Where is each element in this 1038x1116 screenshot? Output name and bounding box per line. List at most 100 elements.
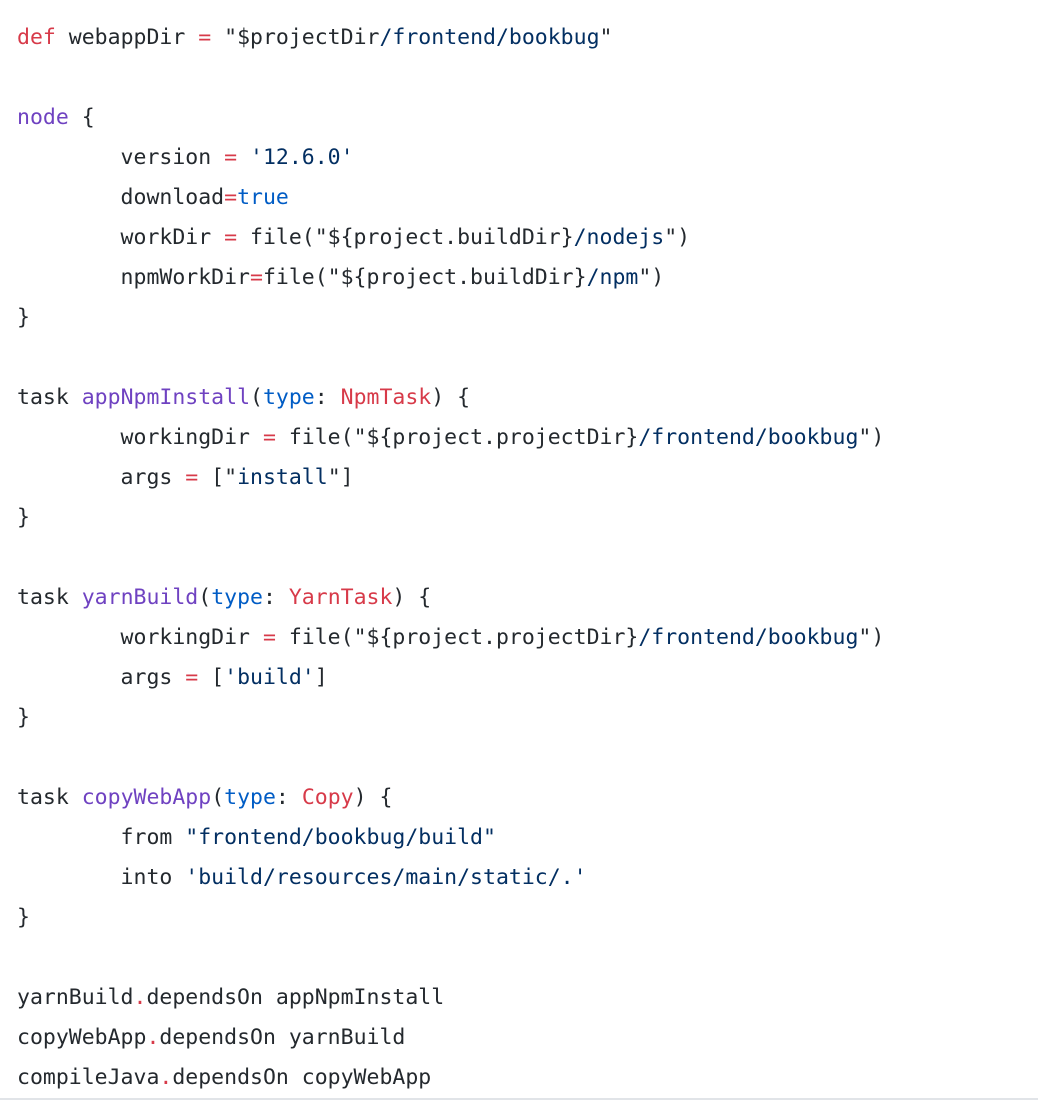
code-token: version [17,145,225,170]
code-token: into [17,865,186,890]
code-token: } [17,905,30,930]
code-token: from [17,825,186,850]
code-token: true [237,185,289,210]
code-token: . [133,985,147,1010]
code-line: args = ['build'] [17,658,884,698]
code-line: workingDir = file("${project.projectDir}… [17,618,885,658]
code-token: yarnBuild [81,585,199,610]
code-token: "] [327,465,354,490]
code-token: copyWebApp [81,785,212,810]
code-token: type [224,785,276,810]
code-token: download [17,185,225,210]
code-line: compileJava.dependsOn copyWebApp [17,1058,884,1098]
code-token: webappDir [55,25,199,50]
code-token: /frontend/bookbug [638,625,859,650]
code-token: file("${project.projectDir} [275,625,639,650]
code-token: appNpmInstall [81,385,251,410]
code-token: ( [198,585,212,610]
code-token: task [17,585,82,610]
code-token: = [224,145,238,170]
code-line: workingDir = file("${project.projectDir}… [17,418,885,458]
code-token: workingDir [17,425,263,450]
code-token: ) { [431,385,471,410]
code-token: = [262,425,276,450]
code-token: 'build/resources/main/static/.' [185,865,587,890]
code-token: def [17,25,56,50]
code-token: = [185,465,199,490]
code-token: file("${project.buildDir} [262,265,587,290]
code-token: /npm [586,265,639,290]
code-token: dependsOn yarnBuild [159,1025,406,1050]
code-token: [" [198,465,238,490]
code-token: dependsOn appNpmInstall [146,985,445,1010]
code-token: "frontend/bookbug/build" [185,825,496,850]
code-token: task [17,385,82,410]
code-token: "$projectDir [211,25,380,50]
code-token: = [224,185,238,210]
code-token: type [262,385,315,410]
code-token: copyWebApp [17,1025,147,1050]
code-line: task copyWebApp(type: Copy) { [17,778,884,818]
code-token: node [17,105,69,130]
code-line: args = ["install"] [17,458,884,498]
code-token: ) { [353,785,393,810]
code-token: install [237,465,328,490]
code-token: type [211,585,263,610]
code-token: /frontend/bookbug [638,425,859,450]
code-line: task yarnBuild(type: YarnTask) { [17,578,884,618]
code-token: } [17,305,30,330]
code-token: dependsOn copyWebApp [172,1065,432,1090]
code-line: node { [17,98,884,138]
code-token: ") [664,225,691,250]
code-token: ") [858,425,885,450]
code-token: compileJava [17,1065,160,1090]
code-token: '12.6.0' [250,145,354,170]
code-line: npmWorkDir=file("${project.buildDir}/npm… [17,258,884,298]
code-token: : [275,785,302,810]
code-line: } [17,898,884,938]
code-token: = [198,25,212,50]
code-content: def webappDir = "$projectDir/frontend/bo… [17,18,884,1098]
code-token: NpmTask [340,385,432,410]
code-token: file("${project.buildDir} [237,225,574,250]
code-token: task [17,785,82,810]
code-line: from "frontend/bookbug/build" [17,818,884,858]
code-token: args [17,465,186,490]
code-line: task appNpmInstall(type: NpmTask) { [17,378,884,418]
code-line: workDir = file("${project.buildDir}/node… [17,218,884,258]
code-line: } [17,698,884,738]
code-token: /frontend/bookbug [379,25,600,50]
code-token: [ [198,665,225,690]
code-token: . [159,1065,173,1090]
code-line [17,738,884,778]
code-token: ) { [392,585,432,610]
code-token: file("${project.projectDir} [275,425,639,450]
code-token: YarnTask [288,585,393,610]
code-line: copyWebApp.dependsOn yarnBuild [17,1018,884,1058]
code-token: 'build' [224,665,315,690]
code-token: = [224,225,238,250]
code-token: ( [250,385,263,410]
code-line: } [17,498,884,538]
code-token: workingDir [17,625,263,650]
code-line [17,538,884,578]
code-line: def webappDir = "$projectDir/frontend/bo… [17,18,884,58]
code-token: npmWorkDir [17,265,250,290]
code-token: ") [858,625,885,650]
code-token [237,145,250,170]
code-line [17,938,884,978]
code-token: /nodejs [573,225,665,250]
code-token: : [314,385,341,410]
code-line [17,58,884,98]
code-token: = [262,625,276,650]
code-token: ( [211,785,225,810]
code-token: ] [314,665,328,690]
code-token: workDir [17,225,225,250]
code-token: " [599,25,613,50]
code-token: ") [638,265,665,290]
code-token: . [146,1025,160,1050]
code-line: download=true [17,178,884,218]
code-token: } [17,505,30,530]
code-line: version = '12.6.0' [17,138,884,178]
